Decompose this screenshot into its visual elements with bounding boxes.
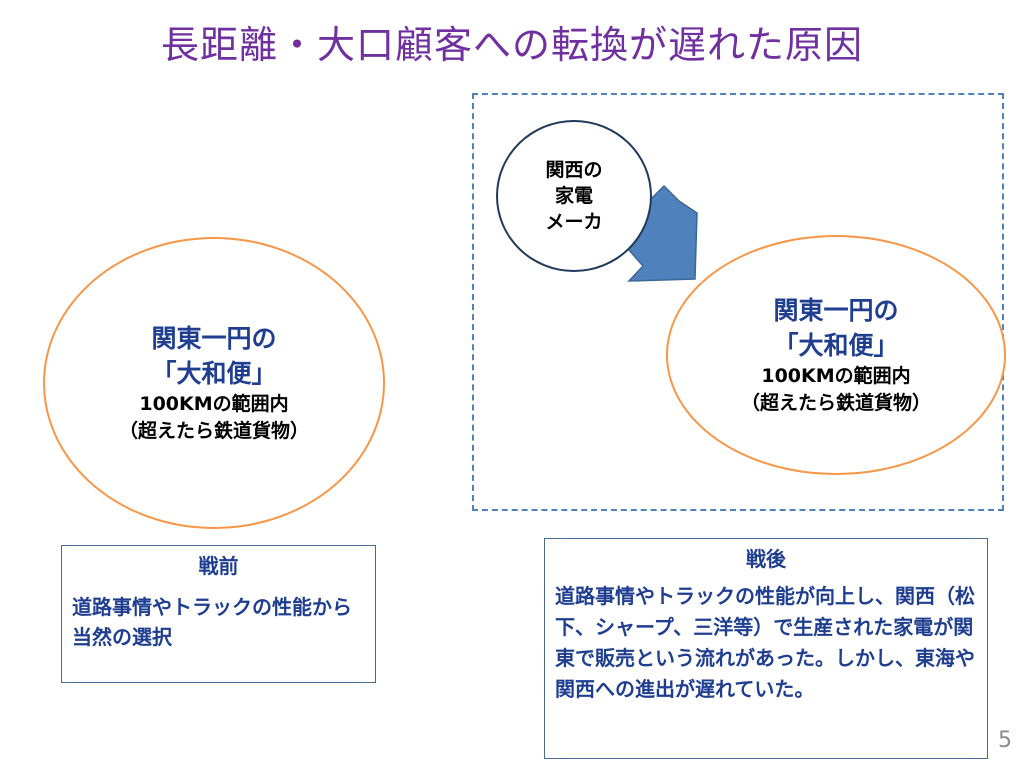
postwar-ellipse: 関東一円の 「大和便」 100KMの範囲内 （超えたら鉄道貨物）	[666, 235, 1006, 475]
postwar-ellipse-note: （超えたら鉄道貨物）	[740, 392, 931, 414]
postwar-scenario-frame	[472, 93, 1004, 511]
prewar-textbox: 戦前 道路事情やトラックの性能から当然の選択	[61, 545, 376, 683]
prewar-ellipse-heading-1: 関東一円の	[151, 324, 277, 353]
prewar-ellipse-heading-2: 「大和便」	[151, 359, 277, 388]
postwar-ellipse-range: 100KMの範囲内	[761, 365, 911, 387]
postwar-ellipse-heading-1: 関東一円の	[773, 296, 899, 325]
page-number: 5	[998, 728, 1012, 753]
prewar-ellipse-range: 100KMの範囲内	[139, 393, 289, 415]
prewar-title: 戦前	[198, 554, 239, 578]
postwar-ellipse-heading-2: 「大和便」	[773, 331, 899, 360]
kansai-maker-circle: 関西の 家電 メーカ	[496, 120, 652, 272]
kansai-maker-line-3: メーカ	[545, 211, 603, 233]
prewar-body: 道路事情やトラックの性能から当然の選択	[72, 595, 352, 649]
postwar-title: 戦後	[746, 547, 786, 571]
postwar-textbox: 戦後 道路事情やトラックの性能が向上し、関西（松下、シャープ、三洋等）で生産され…	[544, 538, 988, 759]
kansai-maker-line-1: 関西の	[545, 159, 603, 181]
slide-title: 長距離・大口顧客への転換が遅れた原因	[160, 23, 863, 67]
prewar-ellipse-note: （超えたら鉄道貨物）	[118, 420, 309, 442]
kansai-maker-line-2: 家電	[554, 185, 593, 207]
down-right-arrow-icon	[621, 184, 698, 282]
prewar-ellipse: 関東一円の 「大和便」 100KMの範囲内 （超えたら鉄道貨物）	[43, 237, 385, 529]
postwar-body: 道路事情やトラックの性能が向上し、関西（松下、シャープ、三洋等）で生産された家電…	[555, 584, 975, 701]
